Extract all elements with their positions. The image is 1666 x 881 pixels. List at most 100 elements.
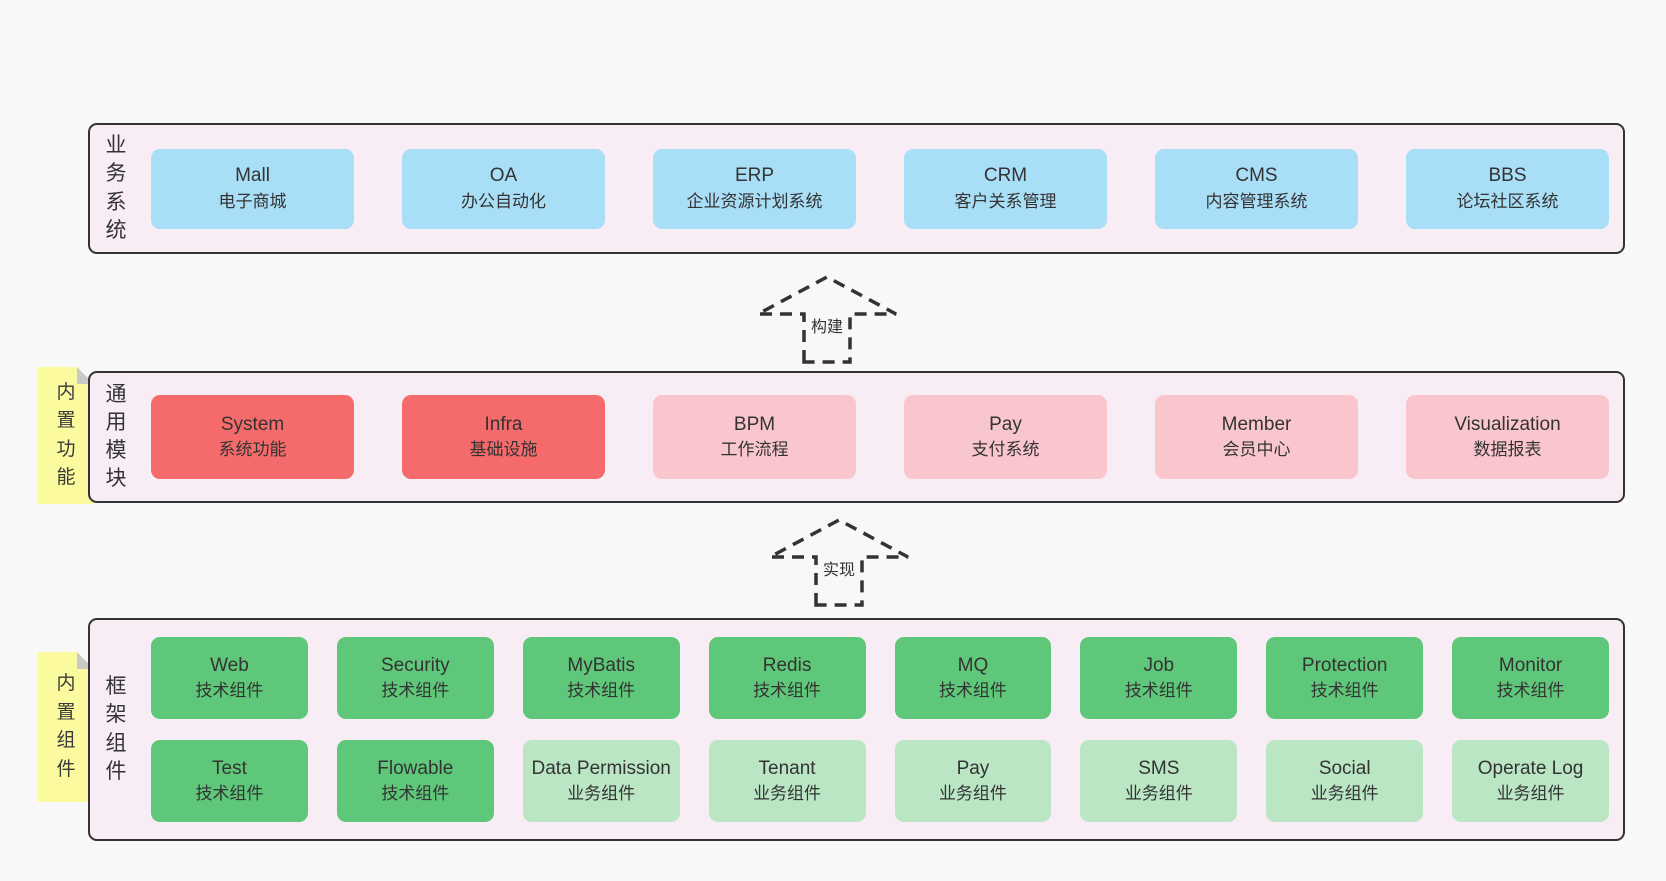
vertical-char: 统 [105,218,127,242]
box-desc: 系统功能 [218,440,287,460]
box-desc: 工作流程 [720,440,789,460]
box-name: BBS [1488,165,1527,187]
vertical-char: 业 [105,134,127,158]
box-desc: 技术组件 [1310,681,1379,701]
vertical-char: 组 [105,731,127,755]
box-name: Security [380,654,450,676]
box-mybatis--: MyBatis 技术组件 [522,637,680,719]
box-bpm--: BPM 工作流程 [653,395,856,479]
box-member--: Member 会员中心 [1155,395,1358,479]
box-monitor--: Monitor 技术组件 [1452,637,1609,719]
box-name: Test [212,757,247,779]
box-system--: System 系统功能 [151,395,354,479]
box-desc: 客户关系管理 [954,191,1057,211]
box-name: BPM [733,413,776,435]
box-erp--: ERP 企业资源计划系统 [653,148,856,229]
box-desc: 业务组件 [753,784,822,804]
box-name: MQ [957,654,989,676]
box-desc: 内容管理系统 [1205,191,1308,211]
box-desc: 技术组件 [1496,681,1565,701]
box-desc: 业务组件 [1124,784,1193,804]
box-desc: 支付系统 [971,440,1040,460]
box-name: Operate Log [1477,757,1584,779]
box-name: Infra [484,413,523,435]
vertical-char: 功 [56,438,76,460]
box-name: Data Permission [531,757,671,779]
box-desc: 企业资源计划系统 [686,191,823,211]
vertical-char: 务 [105,162,127,186]
vertical-char: 置 [56,701,76,723]
sticky-tab-modules: 内置功能 [38,367,94,504]
vertical-char: 架 [105,703,127,727]
box-name: Web [210,654,249,676]
vertical-char: 内 [56,381,76,403]
box-name: System [220,413,285,435]
box-desc: 技术组件 [567,681,636,701]
box-row: Test 技术组件 Flowable 技术组件 Data Permission 业务组件 T… [151,740,1609,822]
vertical-char: 件 [105,759,127,783]
box-name: Flowable [377,757,454,779]
dashed-up-arrow-icon [757,275,897,364]
box-desc: 业务组件 [567,784,636,804]
box-name: Social [1318,757,1371,779]
box-desc: 办公自动化 [461,191,546,211]
box-redis--: Redis 技术组件 [708,637,866,719]
box-desc: 技术组件 [195,784,264,804]
box-name: Redis [762,654,812,676]
box-desc: 电子商城 [218,191,287,211]
box-name: CRM [983,165,1028,187]
sticky-tab-components: 内置组件 [38,652,94,802]
box-name: Monitor [1498,654,1563,676]
vertical-char: 内 [56,673,76,694]
vertical-char: 块 [105,467,127,491]
box-desc: 基础设施 [469,440,538,460]
box-flowable--: Flowable 技术组件 [336,740,494,822]
section-label-business: 业务系统 [103,132,129,245]
box-desc: 技术组件 [753,681,822,701]
box-desc: 论坛社区系统 [1456,191,1559,211]
box-name: Pay [989,413,1022,435]
box-desc: 业务组件 [938,784,1007,804]
box-desc: 技术组件 [1124,681,1193,701]
box-cms--: CMS 内容管理系统 [1155,148,1358,229]
box-infra--: Infra 基础设施 [402,395,605,479]
box-security--: Security 技术组件 [336,637,494,719]
box-name: ERP [734,165,775,187]
box-desc: 技术组件 [195,681,264,701]
box-name: Job [1143,654,1175,676]
box-desc: 技术组件 [381,681,450,701]
box-desc: 会员中心 [1222,440,1291,460]
box-name: Mall [235,165,270,187]
implement-arrow-label: 实现 [819,555,858,581]
box-crm--: CRM 客户关系管理 [904,148,1107,229]
build-arrow-label-wrap: 构建 [752,312,902,338]
box-desc: 技术组件 [381,784,450,804]
vertical-char: 通 [105,382,127,406]
box-name: Tenant [758,757,816,779]
box-name: MyBatis [567,654,635,676]
vertical-char: 框 [105,675,127,699]
vertical-char: 用 [105,410,127,434]
box-row: System 系统功能 Infra 基础设施 BPM 工作流程 Pay 支付系统 Member 会… [151,395,1609,479]
implement-arrow: 实现 [764,515,914,608]
box-name: CMS [1235,165,1278,187]
section-components: 框架组件 Web 技术组件 Security 技术组件 MyBatis 技术组件 Redis 技… [88,618,1625,841]
vertical-char: 件 [56,758,76,780]
box-bbs--: BBS 论坛社区系统 [1406,148,1609,229]
box-mall--: Mall 电子商城 [151,148,354,229]
vertical-char: 能 [56,467,76,488]
box-name: Protection [1301,654,1388,676]
box-name: Member [1221,413,1292,435]
vertical-char: 系 [105,190,127,214]
implement-arrow-label-wrap: 实现 [764,555,914,581]
box-desc: 数据报表 [1473,440,1542,460]
box-web--: Web 技术组件 [151,637,308,719]
